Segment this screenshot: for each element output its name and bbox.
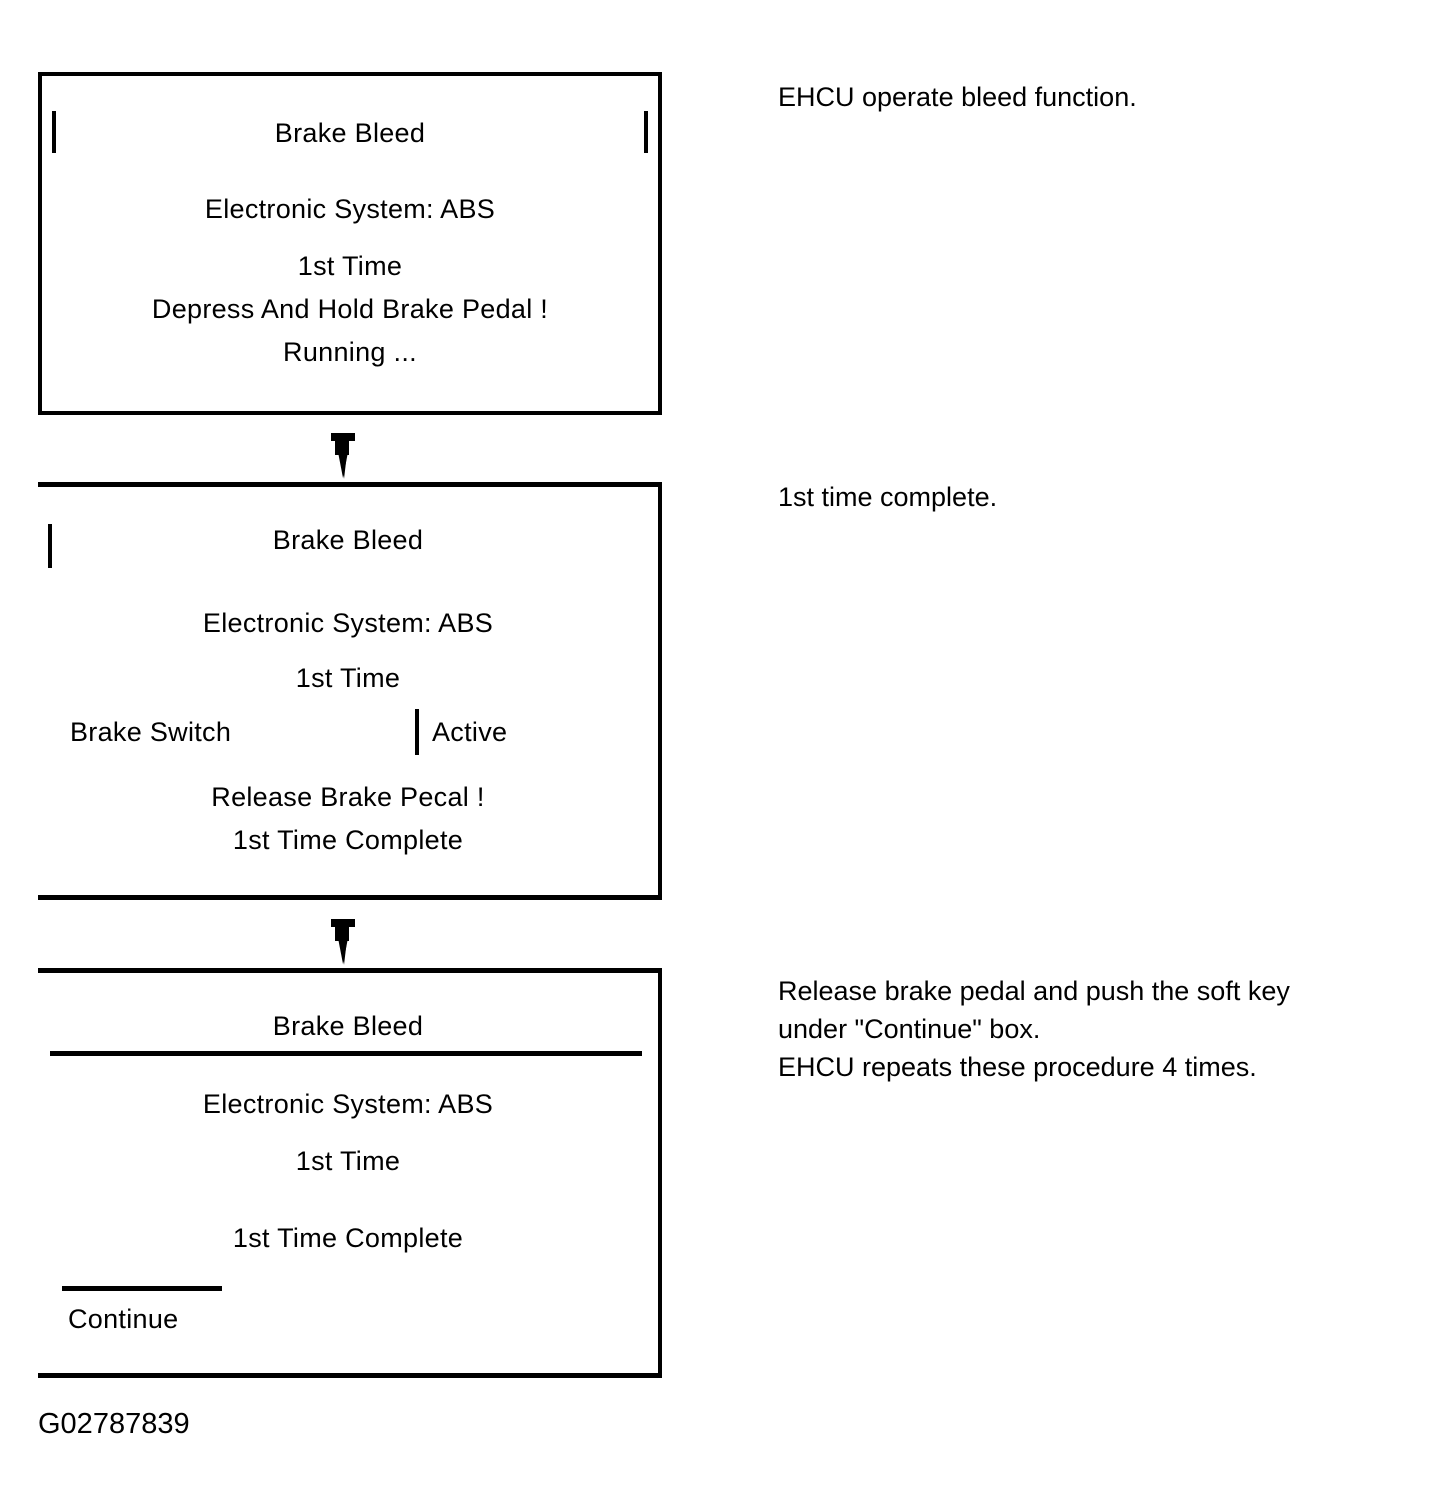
- screen-line-instruction: Depress And Hold Brake Pedal !: [151, 294, 549, 324]
- left-cursor-tick-icon: [52, 111, 56, 153]
- scan-screen-brake-bleed-complete: Brake Bleed Electronic System: ABS 1st T…: [38, 968, 662, 1378]
- screen-line-electronic-system: Electronic System: ABS: [204, 194, 496, 224]
- screen-message-time-complete: 1st Time Complete: [232, 1223, 464, 1253]
- screen-line-time-counter: 1st Time: [297, 251, 403, 281]
- softkey-box-top-edge: [62, 1286, 222, 1291]
- flow-arrow-icon-1: [330, 432, 356, 480]
- screen-line-electronic-system: Electronic System: ABS: [202, 608, 494, 638]
- screen-line-status-running: Running ...: [283, 337, 417, 367]
- screen-message-release-pedal: Release Brake Pecal !: [211, 782, 485, 812]
- screen-title: Brake Bleed: [274, 118, 426, 148]
- screen-line-time-counter: 1st Time: [295, 663, 401, 693]
- annotation-release-and-continue: Release brake pedal and push the soft ke…: [778, 976, 1290, 1082]
- flow-arrow-icon-2: [330, 918, 356, 966]
- screen-line-time-counter: 1st Time: [295, 1146, 401, 1176]
- scan-screen-brake-bleed-running: Brake Bleed Electronic System: ABS 1st T…: [38, 72, 662, 415]
- data-row-value-brake-switch: Active: [432, 717, 508, 747]
- data-row-label-brake-switch: Brake Switch: [70, 717, 232, 747]
- right-cursor-tick-icon: [644, 111, 648, 153]
- screen-title: Brake Bleed: [272, 525, 424, 555]
- title-underline-divider: [50, 1051, 642, 1056]
- screen-message-time-complete: 1st Time Complete: [232, 825, 464, 855]
- data-row-separator: [415, 709, 419, 755]
- figure-id-label: G02787839: [38, 1408, 190, 1440]
- screen-line-electronic-system: Electronic System: ABS: [202, 1089, 494, 1119]
- left-cursor-tick-icon: [48, 524, 52, 568]
- scan-screen-brake-bleed-release: Brake Bleed Electronic System: ABS 1st T…: [38, 482, 662, 900]
- annotation-first-time-complete: 1st time complete.: [778, 482, 998, 512]
- softkey-continue-button[interactable]: Continue: [68, 1304, 179, 1334]
- annotation-operate-bleed: EHCU operate bleed function.: [778, 82, 1137, 112]
- screen-title: Brake Bleed: [272, 1011, 424, 1041]
